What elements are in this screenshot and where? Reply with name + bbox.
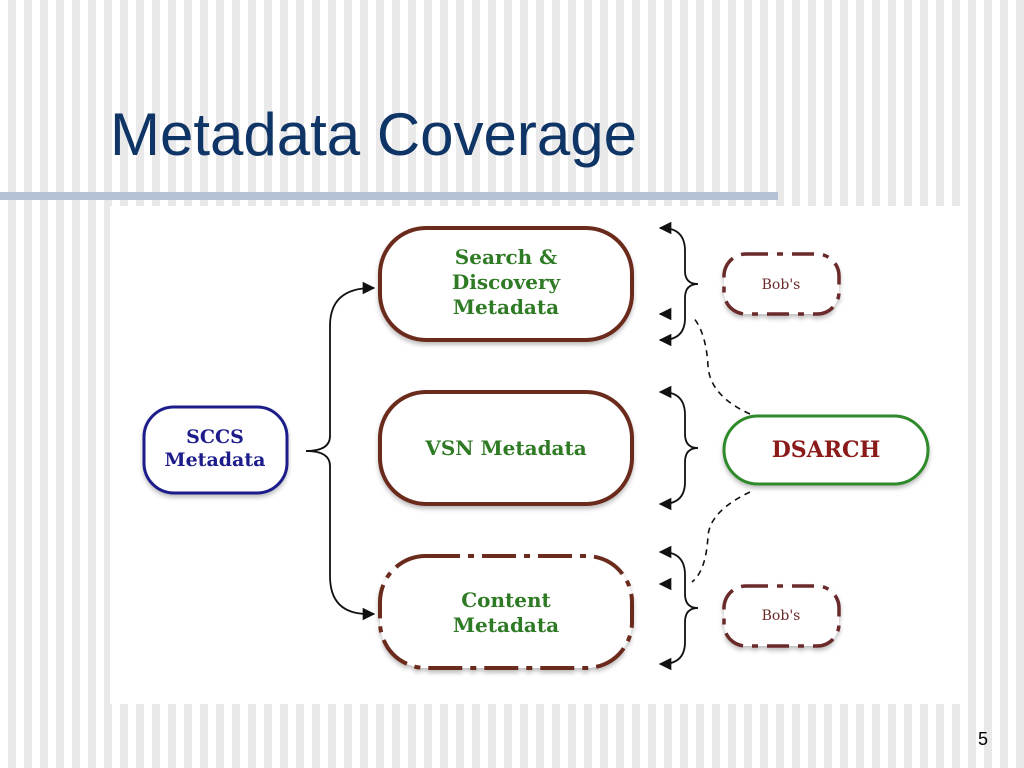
sccs-label-line-1: SCCS	[186, 426, 244, 448]
bobs-bottom-label: Bob's	[762, 608, 801, 624]
search-label-line-3: Metadata	[453, 295, 559, 319]
content-metadata-node: Content Metadata	[378, 554, 634, 670]
bobs-bottom-node: Bob's	[722, 584, 841, 648]
metadata-coverage-diagram: SCCS Metadata Search & Discovery Metadat…	[142, 221, 930, 671]
title-underline-rule	[0, 192, 778, 200]
dsarch-node: DSARCH	[722, 414, 930, 486]
dsarch-dashed-links	[691, 315, 751, 583]
search-discovery-metadata-node: Search & Discovery Metadata	[378, 226, 634, 342]
vsn-metadata-node: VSN Metadata	[378, 390, 634, 506]
content-label-line-1: Content	[461, 588, 551, 612]
bobs-top-label: Bob's	[762, 277, 801, 293]
sccs-to-metadata-connector	[305, 281, 376, 621]
dsarch-label: DSARCH	[772, 437, 881, 463]
right-brace-top	[658, 221, 699, 347]
search-label-line-2: Discovery	[452, 270, 562, 294]
slide-title: Metadata Coverage	[110, 101, 637, 168]
sccs-label-line-2: Metadata	[165, 449, 266, 471]
page-number: 5	[977, 729, 988, 749]
connector-to-content-node	[305, 450, 369, 615]
diagram-panel: SCCS Metadata Search & Discovery Metadat…	[110, 206, 965, 704]
search-label-line-1: Search &	[455, 245, 557, 269]
bobs-top-node: Bob's	[722, 252, 841, 316]
vsn-label: VSN Metadata	[424, 436, 586, 460]
connector-to-search-node	[305, 287, 373, 452]
right-brace-bottom	[658, 545, 699, 671]
content-label-line-2: Metadata	[453, 613, 559, 637]
sccs-metadata-node: SCCS Metadata	[142, 405, 289, 495]
right-brace-middle	[658, 385, 699, 511]
